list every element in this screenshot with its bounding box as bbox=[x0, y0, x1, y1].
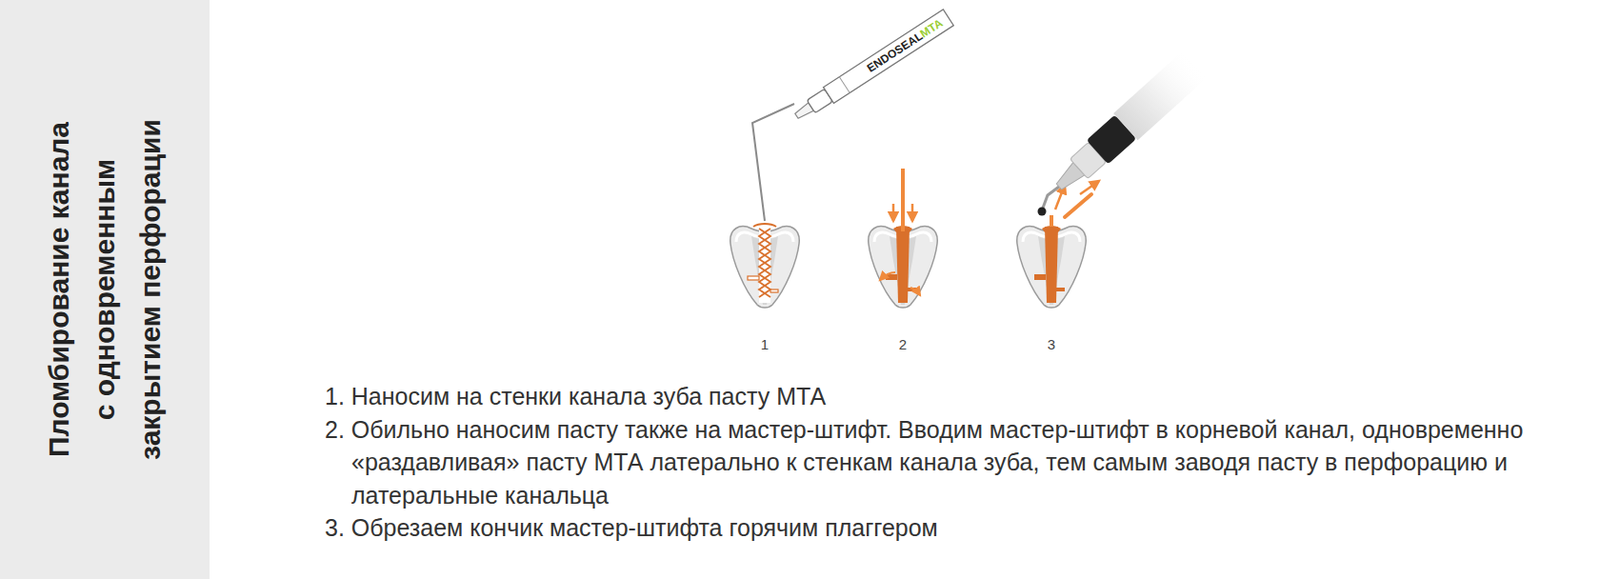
callout-number: 3 bbox=[1047, 336, 1056, 353]
callout-number: 1 bbox=[760, 336, 769, 353]
tooth-1 bbox=[730, 223, 800, 308]
page-title: Пломбирование канала с одновременным зак… bbox=[42, 119, 166, 460]
step-text: 2. Обильно наносим пасту также на мастер… bbox=[324, 413, 1563, 513]
step-text: 3. Обрезаем кончик мастер-штифта горячим… bbox=[324, 511, 1563, 545]
step-text: 1. Наносим на стенки канала зуба пасту М… bbox=[324, 380, 1563, 414]
tooth-3 bbox=[1017, 180, 1100, 308]
syringe-label: ENDOSEALMTA bbox=[864, 17, 945, 75]
syringe bbox=[791, 9, 954, 124]
brand-label: ENDOSEAL bbox=[864, 29, 926, 76]
title-holder: Пломбирование канала с одновременным зак… bbox=[36, 118, 174, 461]
callout-number: 2 bbox=[899, 336, 907, 353]
tooth-2 bbox=[868, 168, 938, 308]
step-list: 1. Наносим на стенки канала зуба пасту М… bbox=[324, 380, 1563, 545]
heat-plugger bbox=[1046, 49, 1209, 200]
